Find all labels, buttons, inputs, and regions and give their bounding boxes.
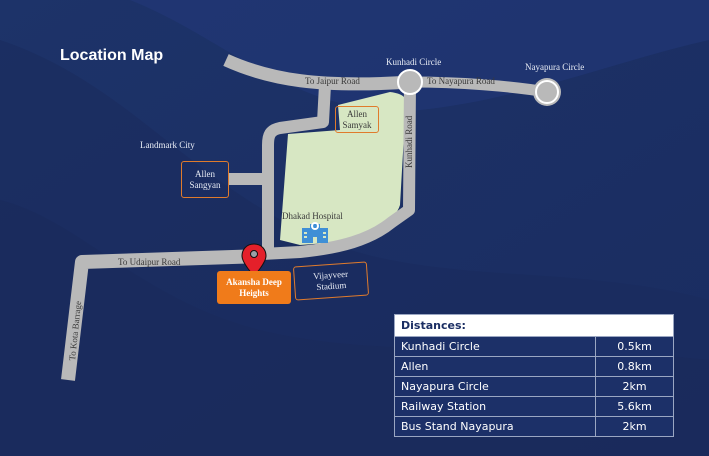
- landmark-city-label: Landmark City: [140, 140, 195, 150]
- distances-header: Distances:: [394, 314, 674, 337]
- nayapura-circle-label: Nayapura Circle: [525, 62, 585, 72]
- distance-cell: 0.5km: [595, 336, 674, 357]
- jaipur-road-label: To Jaipur Road: [305, 76, 360, 86]
- hospital-icon: [302, 222, 328, 243]
- kunhadi-circle-label: Kunhadi Circle: [386, 57, 442, 67]
- place-cell: Kunhadi Circle: [394, 336, 596, 357]
- place-cell: Nayapura Circle: [394, 376, 596, 397]
- nayapura-road-label: To Nayapura Road: [427, 76, 495, 86]
- kunhadi-road-label: Kunhadi Road: [404, 115, 414, 168]
- location-pin-icon: [241, 243, 267, 277]
- distance-cell: 5.6km: [595, 396, 674, 417]
- distance-cell: 2km: [595, 376, 674, 397]
- dhakad-hospital-label: Dhakad Hospital: [282, 211, 343, 221]
- distance-cell: 2km: [595, 416, 674, 437]
- udaipur-road-label: To Udaipur Road: [118, 257, 181, 267]
- place-cell: Bus Stand Nayapura: [394, 416, 596, 437]
- page-title: Location Map: [60, 47, 164, 64]
- distance-cell: 0.8km: [595, 356, 674, 377]
- place-cell: Allen: [394, 356, 596, 377]
- place-cell: Railway Station: [394, 396, 596, 417]
